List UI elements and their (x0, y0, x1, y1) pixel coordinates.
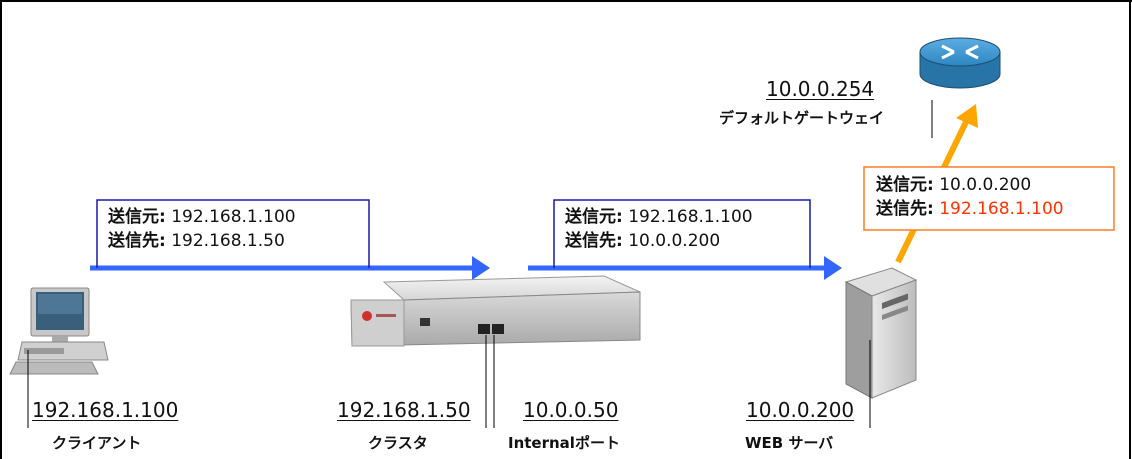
internal-port-name: Internalポート (508, 434, 620, 452)
destination-label: 送信先: (565, 231, 623, 251)
cluster-address: 192.168.1.50 (337, 398, 471, 422)
destination-address: 192.168.1.50 (171, 231, 285, 251)
request-arrow-2 (528, 256, 842, 280)
tower-server-icon (844, 267, 918, 399)
source-address: 192.168.1.100 (628, 207, 753, 227)
router-icon (919, 37, 1001, 89)
cluster-name: クラスタ (368, 434, 428, 452)
request-arrow-1 (90, 256, 490, 280)
destination-label: 送信先: (108, 231, 166, 251)
packet-box-2-border (553, 199, 811, 268)
source-label: 送信元: (876, 175, 934, 195)
packet-box-3-border (863, 166, 1115, 231)
source-address: 192.168.1.100 (171, 207, 296, 227)
load-balancer-appliance-icon (350, 275, 641, 347)
destination-address: 10.0.0.200 (628, 231, 721, 251)
source-label: 送信元: (565, 207, 623, 227)
destination-address-highlight: 192.168.1.100 (939, 199, 1064, 219)
client-name: クライアント (52, 434, 142, 452)
destination-label: 送信先: (876, 199, 934, 219)
web-server-name: WEB サーバ (745, 434, 834, 452)
packet-info-box-3: 送信元: 10.0.0.200 送信先: 192.168.1.100 (866, 171, 1074, 221)
source-address: 10.0.0.200 (939, 175, 1032, 195)
packet-info-box-2: 送信元: 192.168.1.100 送信先: 10.0.0.200 (555, 203, 763, 253)
client-address: 192.168.1.100 (32, 398, 179, 422)
desktop-computer-icon (9, 287, 109, 375)
packet-info-box-1: 送信元: 192.168.1.100 送信先: 192.168.1.50 (98, 203, 306, 253)
gateway-address: 10.0.0.254 (766, 77, 875, 101)
gateway-name: デフォルトゲートウェイ (719, 109, 885, 127)
packet-box-1-border (96, 199, 370, 268)
web-server-address: 10.0.0.200 (746, 398, 855, 422)
internal-port-address: 10.0.0.50 (523, 398, 619, 422)
source-label: 送信元: (108, 207, 166, 227)
